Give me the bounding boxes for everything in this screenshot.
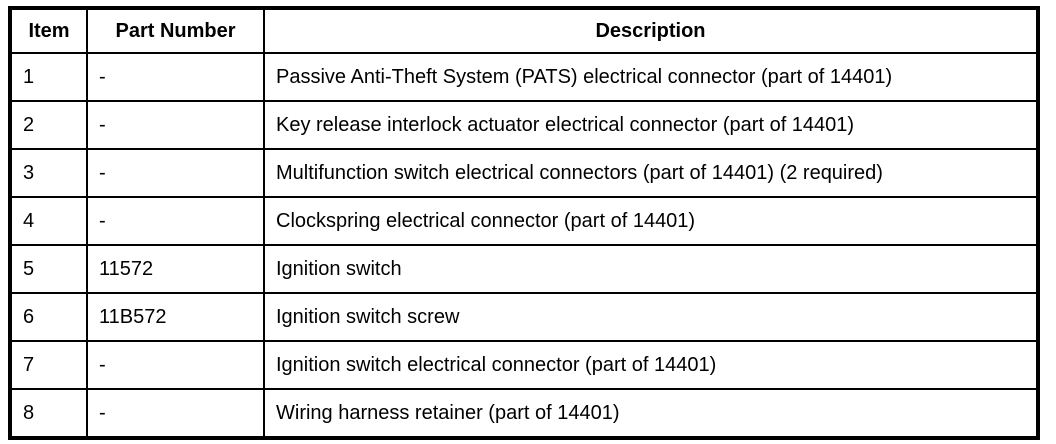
header-item: Item — [9, 7, 88, 54]
cell-part-number: - — [86, 52, 265, 102]
cell-part-number: - — [86, 388, 265, 439]
header-row: Item Part Number Description — [9, 7, 1039, 54]
table-row: 5 11572 Ignition switch — [9, 244, 1039, 294]
cell-item: 2 — [9, 100, 88, 150]
table-row: 4 - Clockspring electrical connector (pa… — [9, 196, 1039, 246]
table-row: 2 - Key release interlock actuator elect… — [9, 100, 1039, 150]
cell-part-number: 11572 — [86, 244, 265, 294]
parts-table: Item Part Number Description 1 - Passive… — [8, 6, 1040, 440]
cell-part-number: - — [86, 100, 265, 150]
cell-item: 1 — [9, 52, 88, 102]
cell-part-number: - — [86, 148, 265, 198]
table-row: 1 - Passive Anti-Theft System (PATS) ele… — [9, 52, 1039, 102]
cell-item: 6 — [9, 292, 88, 342]
parts-table-body: 1 - Passive Anti-Theft System (PATS) ele… — [9, 52, 1039, 439]
cell-description: Wiring harness retainer (part of 14401) — [263, 388, 1039, 439]
cell-description: Key release interlock actuator electrica… — [263, 100, 1039, 150]
parts-table-head: Item Part Number Description — [9, 7, 1039, 54]
cell-description: Multifunction switch electrical connecto… — [263, 148, 1039, 198]
cell-description: Passive Anti-Theft System (PATS) electri… — [263, 52, 1039, 102]
cell-part-number: 11B572 — [86, 292, 265, 342]
cell-part-number: - — [86, 196, 265, 246]
cell-item: 7 — [9, 340, 88, 390]
table-row: 8 - Wiring harness retainer (part of 144… — [9, 388, 1039, 439]
header-part-number: Part Number — [86, 7, 265, 54]
table-row: 7 - Ignition switch electrical connector… — [9, 340, 1039, 390]
cell-item: 8 — [9, 388, 88, 439]
cell-description: Ignition switch electrical connector (pa… — [263, 340, 1039, 390]
cell-item: 5 — [9, 244, 88, 294]
cell-description: Ignition switch screw — [263, 292, 1039, 342]
cell-description: Ignition switch — [263, 244, 1039, 294]
header-description: Description — [263, 7, 1039, 54]
table-row: 6 11B572 Ignition switch screw — [9, 292, 1039, 342]
cell-part-number: - — [86, 340, 265, 390]
cell-description: Clockspring electrical connector (part o… — [263, 196, 1039, 246]
cell-item: 3 — [9, 148, 88, 198]
cell-item: 4 — [9, 196, 88, 246]
table-row: 3 - Multifunction switch electrical conn… — [9, 148, 1039, 198]
